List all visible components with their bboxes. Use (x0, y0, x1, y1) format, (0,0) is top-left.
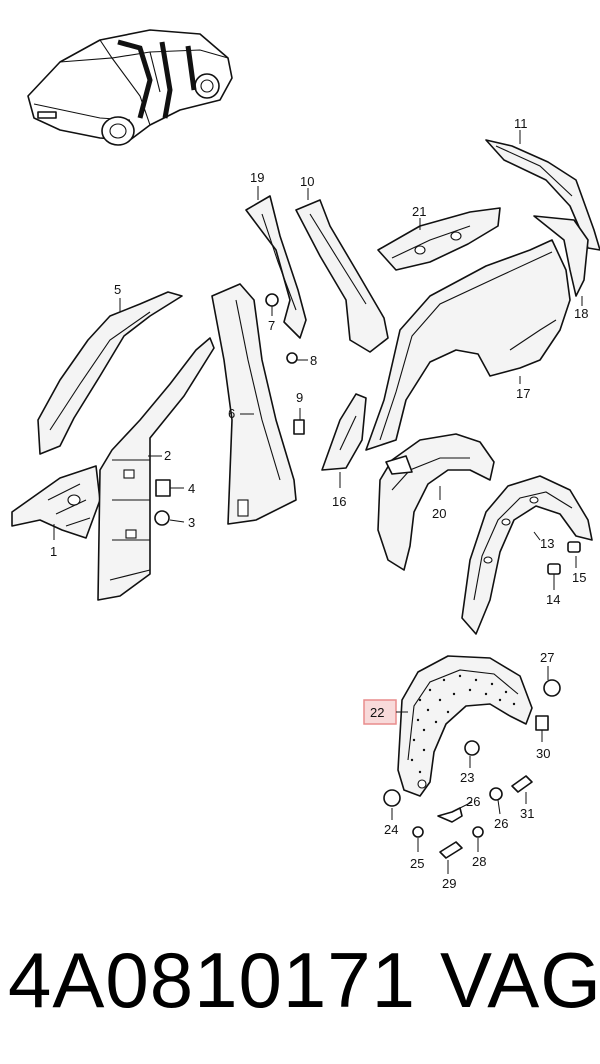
callout-8: 8 (310, 353, 317, 368)
part-13-wheel-housing: 13 (461, 475, 593, 635)
callout-31: 31 (520, 806, 534, 821)
car-overview-illustration (27, 29, 233, 146)
part-number: 4A0810171 (8, 936, 417, 1024)
part-14-plug: 14 (546, 563, 561, 607)
callout-25: 25 (410, 856, 424, 871)
part-9-clip: 9 (293, 390, 305, 435)
part-21-wheelhouse-panel: 21 (377, 204, 501, 271)
part-30-clip: 30 (535, 715, 550, 761)
callout-22: 22 (370, 705, 384, 720)
part-8-bolt: 8 (286, 352, 317, 368)
callout-7: 7 (268, 318, 275, 333)
callout-4: 4 (188, 481, 195, 496)
callout-17: 17 (516, 386, 530, 401)
part-25-washer: 25 (410, 826, 424, 871)
part-26-screw-left: 26 (437, 794, 480, 823)
part-6-c-pillar: 6 (211, 283, 297, 525)
callout-15: 15 (572, 570, 586, 585)
callout-5: 5 (114, 282, 121, 297)
callout-29: 29 (442, 876, 456, 891)
part-11-rail: 11 (485, 116, 600, 251)
part-5-pillar: 5 (37, 282, 183, 455)
callout-1: 1 (50, 544, 57, 559)
callout-27: 27 (540, 650, 554, 665)
callout-26a: 26 (466, 794, 480, 809)
part-10-panel: 10 (295, 174, 389, 353)
callout-11: 11 (514, 116, 528, 131)
callout-9: 9 (296, 390, 303, 405)
part-27-nut: 27 (540, 650, 561, 697)
part-17-quarter-panel: 17 (365, 239, 571, 451)
callout-26b: 26 (494, 816, 508, 831)
callout-16: 16 (332, 494, 346, 509)
part-19-reinforcement: 19 (245, 170, 307, 339)
part-1-bracket: 1 (11, 465, 101, 559)
callout-18: 18 (574, 306, 588, 321)
part-23-nut: 23 (460, 740, 480, 785)
callout-14: 14 (546, 592, 560, 607)
brand-name: VAG (440, 936, 600, 1024)
part-20-wheel-liner: 20 (377, 433, 495, 571)
part-4-clip: 4 (155, 479, 195, 497)
part-18-bracket: 18 (533, 215, 589, 321)
part-2-b-pillar: 2 (97, 337, 215, 601)
part-7-nut: 7 (265, 293, 279, 333)
part-22-wheel-housing-liner: 22 (363, 655, 533, 797)
callout-19: 19 (250, 170, 264, 185)
part-3-nut: 3 (154, 510, 195, 530)
callout-28: 28 (472, 854, 486, 869)
part-31-screw: 31 (511, 775, 534, 821)
callout-30: 30 (536, 746, 550, 761)
part-26-screw-right: 26 (489, 787, 508, 831)
callout-2: 2 (164, 448, 171, 463)
part-24-grommet: 24 (383, 789, 401, 837)
callout-13: 13 (540, 536, 554, 551)
part-29-screw: 29 (439, 841, 463, 891)
exploded-parts-diagram: 1 5 2 4 3 6 7 (11, 29, 600, 891)
callout-10: 10 (300, 174, 314, 189)
part-16-bracket: 16 (321, 393, 367, 509)
callout-23: 23 (460, 770, 474, 785)
callout-6: 6 (228, 406, 235, 421)
callout-21: 21 (412, 204, 426, 219)
callout-3: 3 (188, 515, 195, 530)
part-28-washer: 28 (472, 826, 486, 869)
callout-24: 24 (384, 822, 398, 837)
part-15-plug: 15 (567, 541, 586, 585)
callout-20: 20 (432, 506, 446, 521)
